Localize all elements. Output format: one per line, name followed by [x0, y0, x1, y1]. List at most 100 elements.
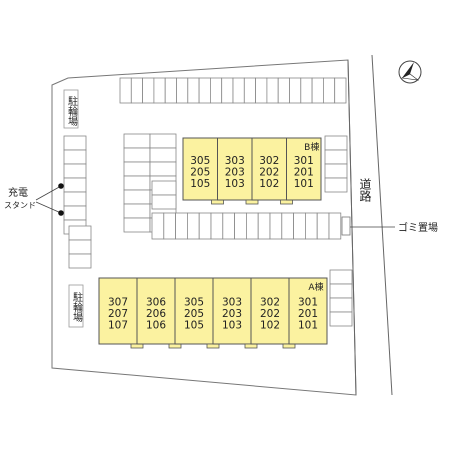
- parking-stall: [63, 149, 87, 165]
- parking-stall: [63, 163, 87, 179]
- room-number: 103: [222, 320, 242, 332]
- parking-stall: [210, 212, 224, 240]
- unit-block: [286, 137, 322, 201]
- parking-stall: [68, 239, 92, 255]
- room-number: 203: [222, 308, 242, 320]
- parking-stall: [304, 212, 318, 240]
- parking-col-left-top: [63, 135, 87, 235]
- parking-stall: [123, 175, 151, 191]
- parking-stall: [68, 253, 92, 269]
- room-number: 102: [259, 178, 279, 190]
- parking-stall: [175, 212, 188, 240]
- room-number: 201: [294, 167, 314, 179]
- parking-stall: [123, 133, 151, 149]
- road: [347, 54, 393, 396]
- parking-stall: [164, 77, 177, 104]
- room-number: 206: [146, 308, 166, 320]
- bike-parking-bottom-box: [68, 284, 84, 328]
- parking-col-mid-c: [151, 180, 177, 210]
- parking-stall: [149, 161, 177, 177]
- parking-stall: [277, 77, 290, 104]
- parking-stall: [119, 77, 132, 104]
- building-a: 3072071073062061063052051053032031033022…: [98, 277, 328, 349]
- parking-stall: [198, 77, 211, 104]
- room-number: 202: [260, 308, 280, 320]
- parking-stall: [300, 77, 313, 104]
- unit-block: [251, 137, 287, 201]
- parking-stall: [316, 212, 330, 240]
- bike-parking-top-box: [63, 89, 79, 129]
- parking-stall: [257, 212, 271, 240]
- parking-stall: [151, 212, 165, 240]
- parking-col-mid-a: [123, 133, 151, 233]
- room-number: 301: [298, 297, 318, 309]
- room-number: 303: [225, 155, 245, 167]
- room-number: 207: [108, 308, 128, 320]
- parking-stall: [123, 147, 151, 163]
- unit-notch: [211, 199, 224, 205]
- parking-stall: [63, 177, 87, 193]
- parking-stall: [123, 217, 151, 233]
- parking-stall: [222, 212, 236, 240]
- room-number: 103: [225, 178, 245, 190]
- parking-stall: [311, 77, 324, 104]
- parking-stall: [324, 149, 348, 165]
- parking-stall: [123, 203, 151, 219]
- room-number: 301: [294, 155, 314, 167]
- unit-block: [212, 277, 252, 345]
- room-number: 106: [146, 320, 166, 332]
- parking-stall: [63, 191, 87, 207]
- parking-stall: [63, 205, 87, 221]
- parking-lots: [63, 77, 353, 327]
- parking-stall: [68, 225, 92, 241]
- garbage-label: ゴミ置場: [398, 221, 438, 234]
- parking-stall: [324, 163, 348, 179]
- parking-col-right-bottom: [329, 269, 353, 327]
- parking-stall: [334, 77, 347, 104]
- bike-parking-bottom-label: 駐輪場: [71, 291, 83, 323]
- parking-stall: [130, 77, 144, 104]
- unit-block: [250, 277, 290, 345]
- room-number: 201: [298, 308, 318, 320]
- room-number: 105: [190, 178, 210, 190]
- parking-stall: [324, 135, 348, 151]
- unit-block: [174, 277, 214, 345]
- unit-notch: [130, 343, 144, 349]
- charging-stand-label-1: 充電: [8, 186, 28, 199]
- parking-stall: [329, 283, 353, 299]
- parking-stall: [149, 133, 177, 149]
- room-number: 205: [190, 167, 210, 179]
- parking-stall: [123, 189, 151, 205]
- road-label: 道路: [358, 178, 372, 203]
- parking-stall: [234, 212, 247, 240]
- room-number: 303: [222, 297, 242, 309]
- parking-stall: [266, 77, 279, 104]
- unit-notch: [168, 343, 182, 349]
- room-number: 302: [259, 155, 279, 167]
- parking-stall: [329, 269, 353, 285]
- parking-row-middle: [151, 212, 342, 240]
- unit-notch: [280, 199, 293, 205]
- room-number: 107: [108, 320, 128, 332]
- room-number: 205: [184, 308, 204, 320]
- parking-stall: [245, 212, 259, 240]
- building-name-label: A棟: [308, 281, 323, 293]
- parking-stall: [255, 77, 268, 104]
- parking-stall: [142, 77, 155, 104]
- parking-stall: [153, 77, 166, 104]
- parking-stall: [243, 77, 257, 104]
- parking-stall: [63, 135, 87, 151]
- room-number: 306: [146, 297, 166, 309]
- parking-stall: [324, 177, 348, 193]
- room-number: 101: [294, 178, 314, 190]
- room-number: 305: [184, 297, 204, 309]
